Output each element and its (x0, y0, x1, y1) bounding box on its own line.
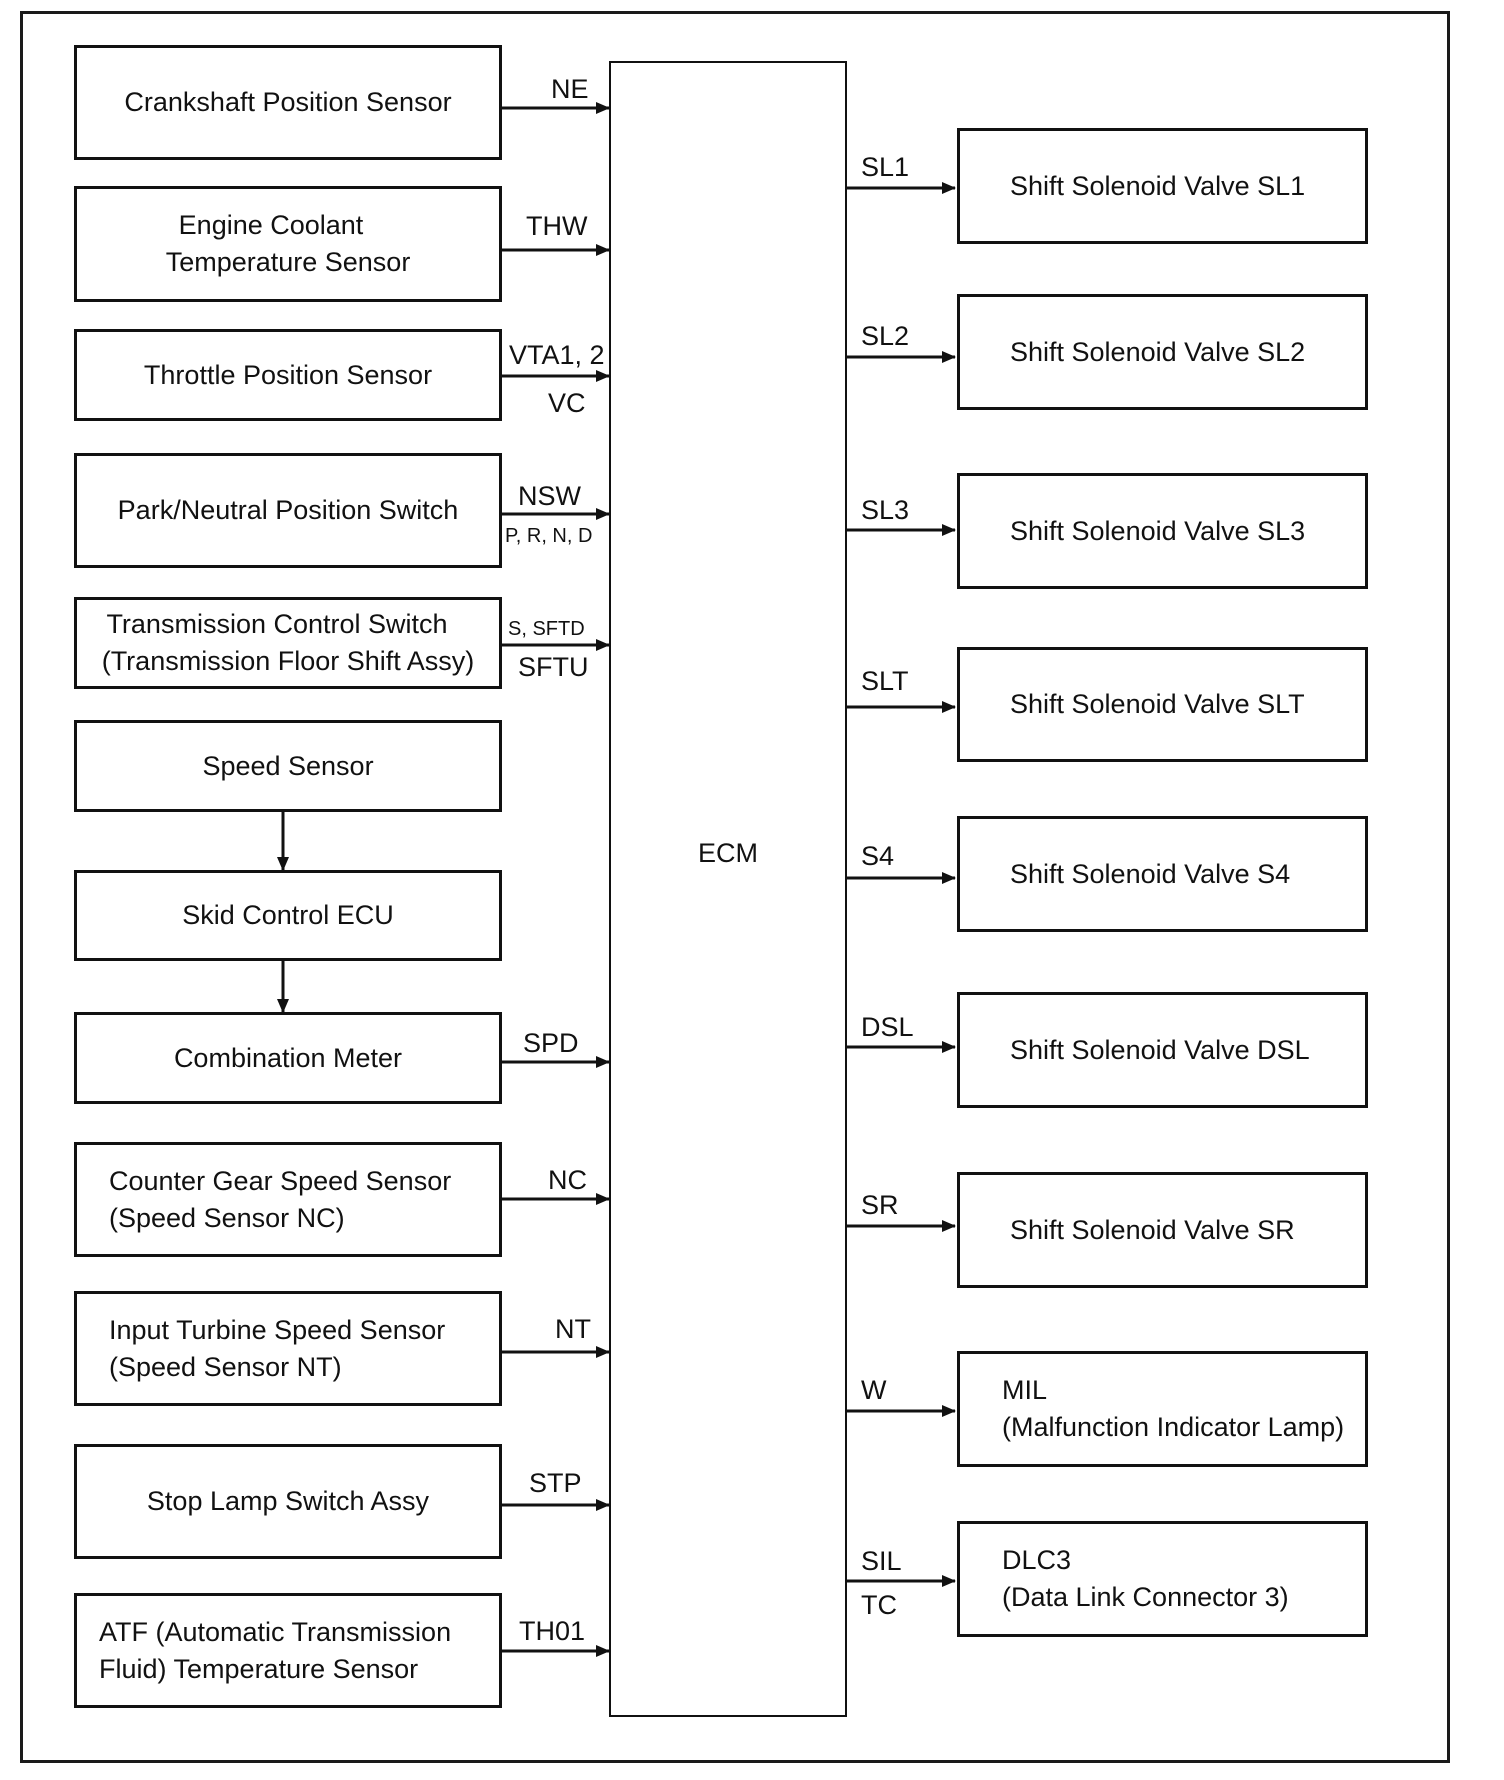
signal-label-spd: SPD (523, 1028, 579, 1058)
box-label: Shift Solenoid Valve S4 (1010, 858, 1291, 889)
box-label: (Transmission Floor Shift Assy) (101, 646, 475, 676)
signal-label-nc: NC (548, 1165, 587, 1195)
engine-coolant-temperature-sensor-box: Engine Coolant Temperature Sensor (74, 186, 502, 302)
speed-sensor-box: Speed Sensor (74, 720, 502, 812)
combination-meter-box: Combination Meter (74, 1012, 502, 1104)
signal-label-nsw: NSW (518, 481, 581, 511)
box-label: Shift Solenoid Valve SL3 (1010, 515, 1306, 546)
signal-label-w: W (861, 1375, 887, 1405)
box-label: Shift Solenoid Valve SL2 (1010, 336, 1306, 367)
box-label: Crankshaft Position Sensor (124, 87, 452, 117)
shift-solenoid-valve-slt-box: Shift Solenoid Valve SLT (957, 647, 1368, 762)
signal-label-sil: SIL (861, 1546, 902, 1576)
signal-label-sftu: SFTU (518, 652, 589, 682)
signal-label-sl2: SL2 (861, 321, 910, 351)
box-label: Fluid) Temperature Sensor (99, 1653, 419, 1684)
shift-solenoid-valve-s4-box: Shift Solenoid Valve S4 (957, 816, 1368, 932)
box-label: (Data Link Connector 3) (1002, 1582, 1289, 1612)
signal-label-s4: S4 (861, 841, 895, 871)
mil-box: MIL (Malfunction Indicator Lamp) (957, 1351, 1368, 1467)
box-label: Shift Solenoid Valve SR (1010, 1214, 1295, 1245)
signal-label-sl1: SL1 (861, 152, 910, 182)
box-label: Shift Solenoid Valve DSL (1010, 1034, 1310, 1065)
ecm-label: ECM (698, 838, 758, 868)
diagram-frame (20, 11, 1450, 1763)
box-label: Temperature Sensor (165, 247, 411, 277)
counter-gear-speed-sensor-box: Counter Gear Speed Sensor (Speed Sensor … (74, 1142, 502, 1257)
shift-solenoid-valve-sl2-box: Shift Solenoid Valve SL2 (957, 294, 1368, 410)
shift-solenoid-valve-sr-box: Shift Solenoid Valve SR (957, 1172, 1368, 1288)
signal-label-th01: TH01 (519, 1616, 586, 1646)
signal-label-vc: VC (548, 388, 586, 418)
signal-label-prnd: P, R, N, D (505, 525, 593, 547)
ecm-block (609, 61, 847, 1717)
skid-control-ecu-box: Skid Control ECU (74, 870, 502, 961)
signal-label-sl3: SL3 (861, 495, 910, 525)
box-label: Skid Control ECU (182, 900, 394, 930)
box-label: Transmission Control Switch (106, 609, 448, 639)
signal-label-s-sftd: S, SFTD (508, 618, 585, 640)
box-label: MIL (1002, 1375, 1048, 1405)
throttle-position-sensor-box: Throttle Position Sensor (74, 329, 502, 421)
signal-label-ne: NE (551, 74, 589, 104)
box-label: (Speed Sensor NT) (109, 1351, 342, 1382)
signal-label-sr: SR (861, 1190, 899, 1220)
box-label: DLC3 (1002, 1545, 1072, 1575)
shift-solenoid-valve-dsl-box: Shift Solenoid Valve DSL (957, 992, 1368, 1108)
input-turbine-speed-sensor-box: Input Turbine Speed Sensor (Speed Sensor… (74, 1291, 502, 1406)
crankshaft-position-sensor-box: Crankshaft Position Sensor (74, 45, 502, 160)
shift-solenoid-valve-sl1-box: Shift Solenoid Valve SL1 (957, 128, 1368, 244)
box-label: Park/Neutral Position Switch (117, 495, 459, 525)
box-label: Stop Lamp Switch Assy (146, 1486, 430, 1516)
box-label: Input Turbine Speed Sensor (109, 1314, 446, 1345)
box-label: ATF (Automatic Transmission (99, 1616, 452, 1647)
signal-label-thw: THW (526, 211, 588, 241)
transmission-control-switch-box: Transmission Control Switch (Transmissio… (74, 597, 502, 689)
box-label: (Malfunction Indicator Lamp) (1002, 1412, 1345, 1442)
park-neutral-position-switch-box: Park/Neutral Position Switch (74, 453, 502, 568)
box-label: Throttle Position Sensor (143, 359, 433, 390)
box-label: Shift Solenoid Valve SL1 (1010, 170, 1306, 201)
signal-label-stp: STP (529, 1468, 582, 1498)
signal-label-tc: TC (861, 1590, 897, 1620)
dlc3-box: DLC3 (Data Link Connector 3) (957, 1521, 1368, 1637)
signal-label-dsl: DSL (861, 1012, 914, 1042)
box-label: Engine Coolant (178, 210, 364, 240)
box-label: (Speed Sensor NC) (109, 1202, 345, 1233)
signal-label-vta: VTA1, 2 (509, 340, 605, 370)
stop-lamp-switch-assy-box: Stop Lamp Switch Assy (74, 1444, 502, 1559)
box-label: Shift Solenoid Valve SLT (1010, 689, 1305, 719)
signal-label-nt: NT (555, 1314, 591, 1344)
box-label: Speed Sensor (202, 750, 374, 781)
box-label: Combination Meter (173, 1042, 403, 1073)
signal-label-slt: SLT (861, 666, 909, 696)
shift-solenoid-valve-sl3-box: Shift Solenoid Valve SL3 (957, 473, 1368, 589)
box-label: Counter Gear Speed Sensor (109, 1165, 452, 1196)
atf-temperature-sensor-box: ATF (Automatic Transmission Fluid) Tempe… (74, 1593, 502, 1708)
